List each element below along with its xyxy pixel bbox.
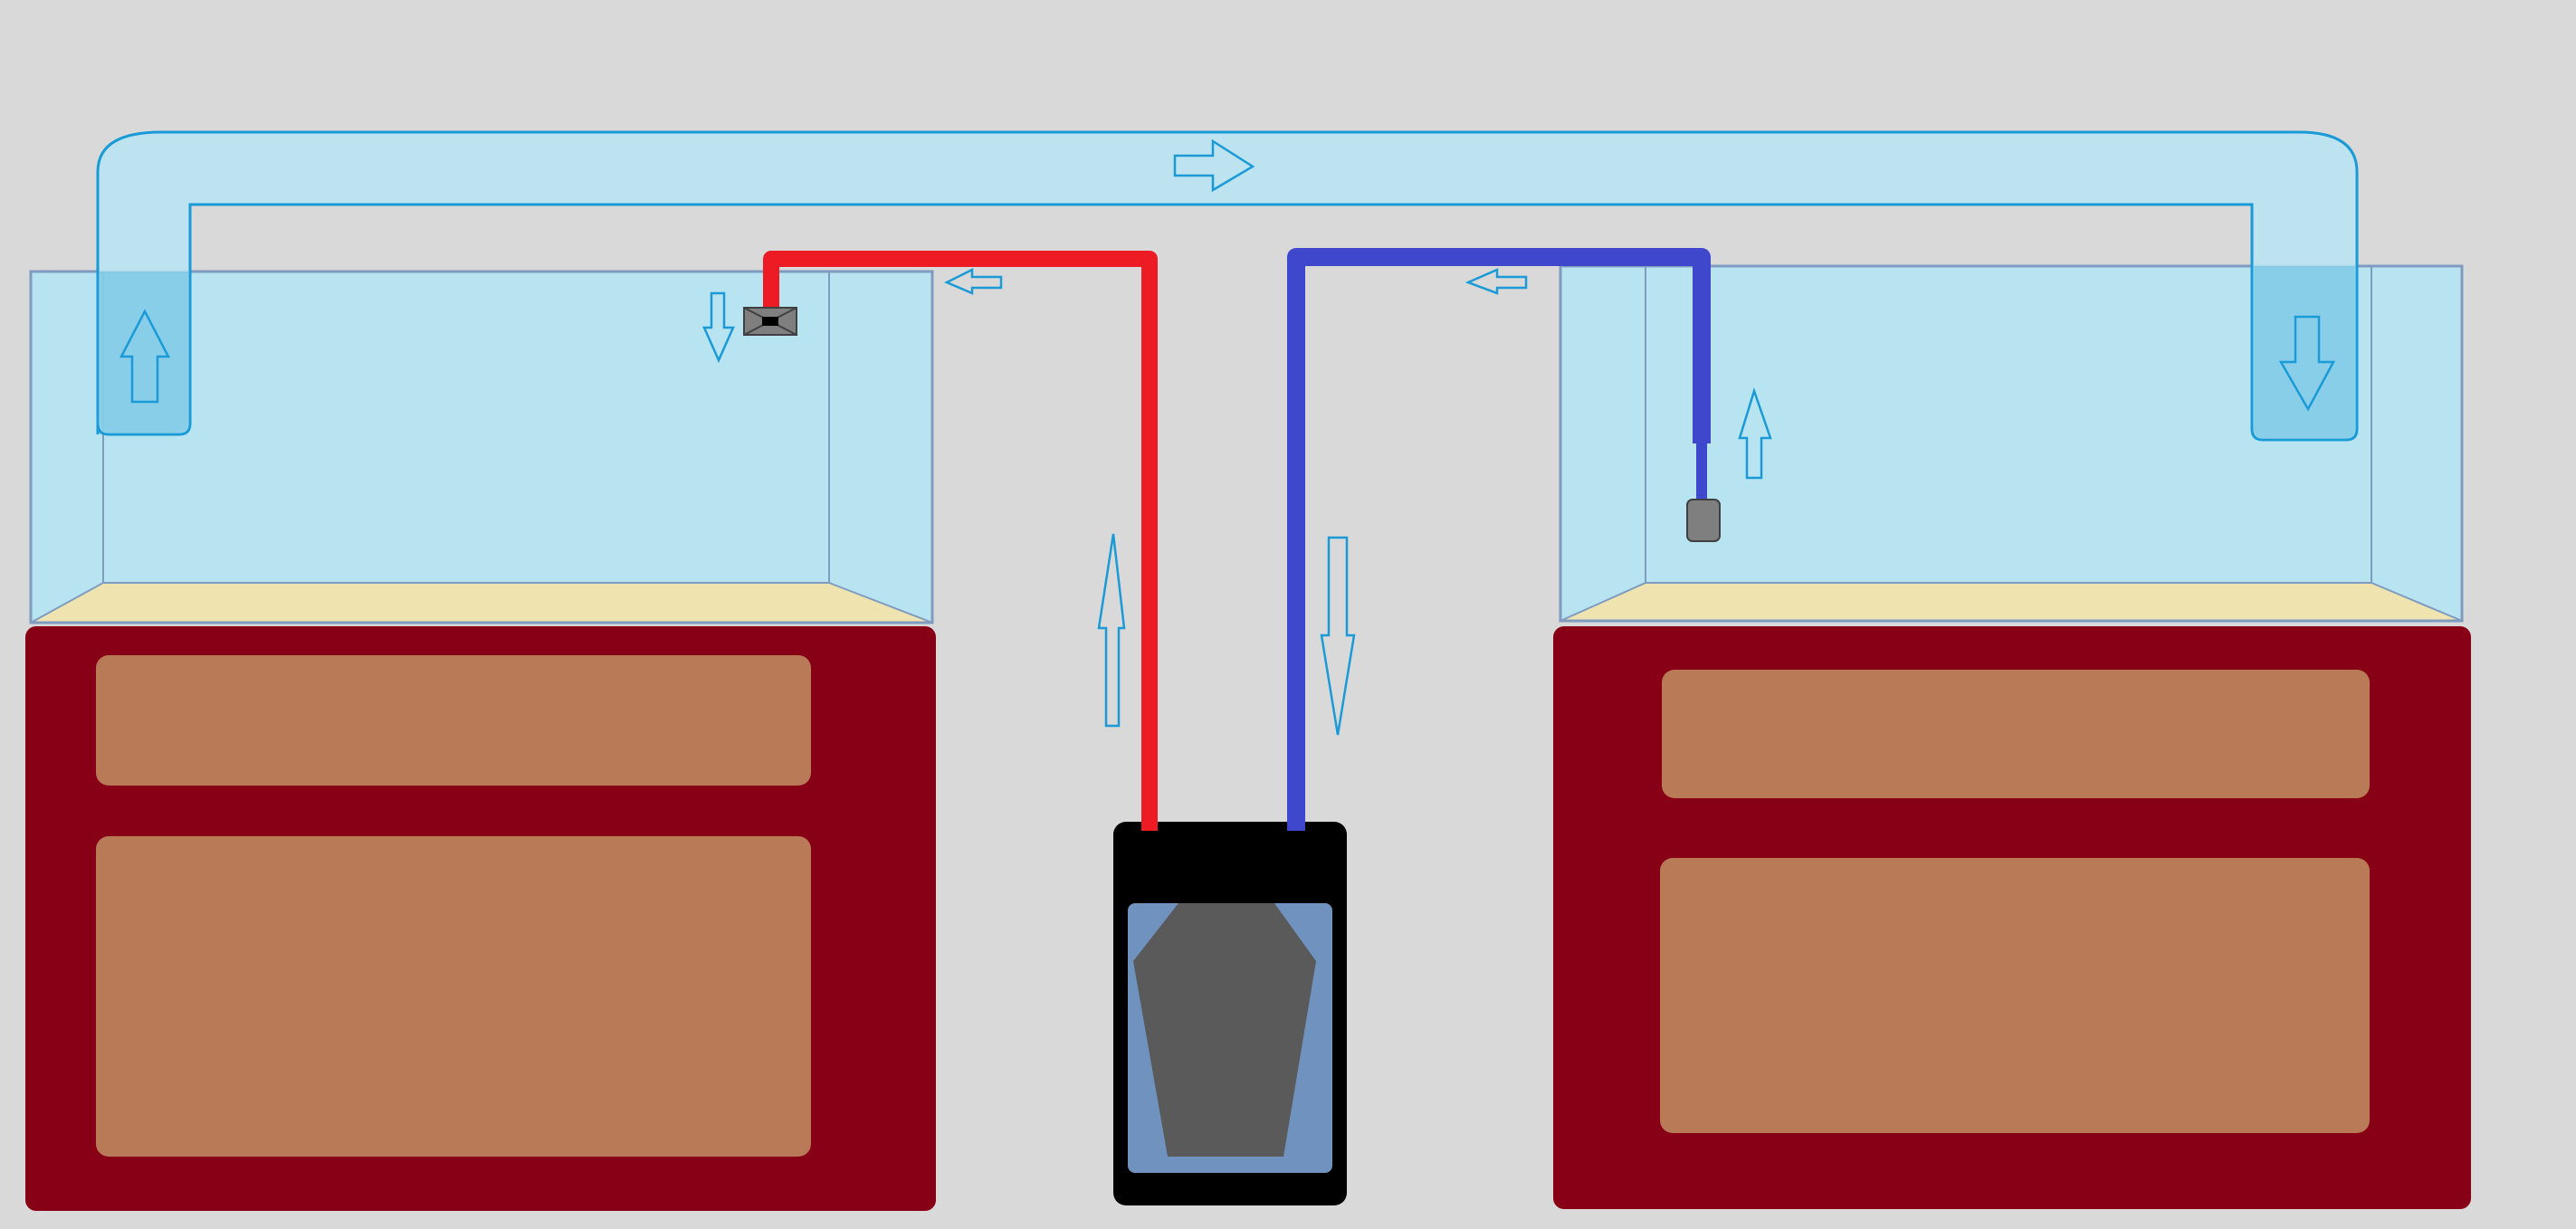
spray-outlet [743,307,797,336]
arrow-down-icon [2278,315,2336,412]
filter-media [1133,903,1316,1157]
right-cabinet-top-panel [1662,670,2370,798]
return-hose [763,251,1158,831]
arrow-left-icon [944,267,1003,295]
intake-strainer [1686,499,1721,542]
overflow-siphon-tube [96,130,2359,442]
canister-filter [1113,822,1347,1205]
left-cabinet-top-panel [96,655,811,786]
right-cabinet-bottom-panel [1660,858,2370,1133]
right-cabinet [1553,626,2471,1209]
arrow-down-icon [702,291,735,364]
left-cabinet-bottom-panel [96,836,811,1157]
flow-arrows [119,138,2336,736]
arrow-down-icon [1320,536,1356,736]
right-tank-substrate [1560,583,2462,621]
arrow-left-icon [1465,268,1528,295]
arrow-right-icon [1173,138,1255,193]
arrow-up-icon [1097,533,1126,728]
left-cabinet [25,626,936,1211]
left-tank-substrate [31,583,932,623]
intake-hose [1287,248,1711,831]
arrow-up-icon [119,309,171,404]
arrow-up-icon [1738,386,1772,480]
